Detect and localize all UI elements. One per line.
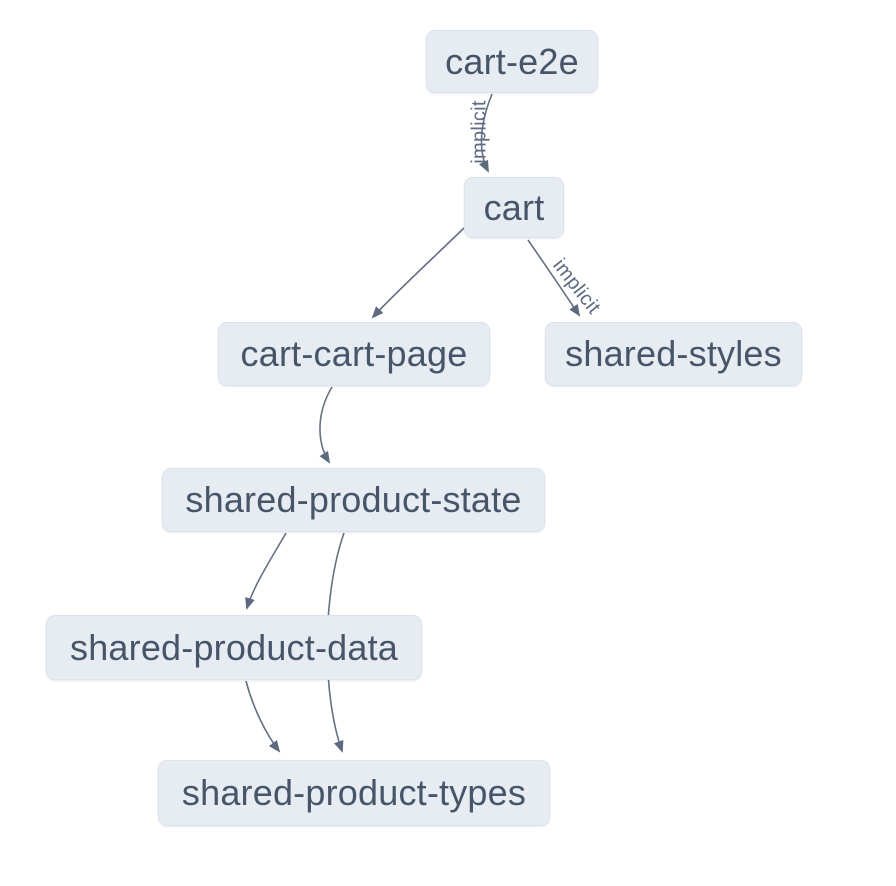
edge-label-implicit-diagonal: implicit [548, 255, 605, 319]
graph-node-shared-product-state[interactable]: shared-product-state [162, 468, 545, 532]
edge-label-implicit-vertical: implicit [468, 100, 490, 164]
graph-node-cart-e2e[interactable]: cart-e2e [426, 30, 598, 93]
edge-cart-to-cart-cart-page [371, 227, 465, 319]
graph-node-cart[interactable]: cart [464, 177, 564, 238]
graph-node-cart-cart-page[interactable]: cart-cart-page [218, 322, 490, 386]
node-label: shared-product-data [70, 626, 398, 668]
graph-node-shared-product-data[interactable]: shared-product-data [46, 615, 422, 680]
edge-shared-product-data-to-shared-product-types [245, 680, 281, 753]
node-label: cart [483, 186, 545, 228]
node-label: cart-e2e [445, 40, 579, 82]
edge-cart-to-shared-styles [527, 239, 581, 317]
node-label: cart-cart-page [240, 333, 468, 374]
node-label: shared-product-types [181, 772, 527, 813]
edge-cart-e2e-to-cart [479, 93, 493, 173]
node-label: shared-product-state [185, 479, 522, 520]
edge-cart-cart-page-to-shared-product-state [319, 386, 333, 464]
node-label: shared-styles [565, 333, 782, 374]
graph-node-shared-product-types[interactable]: shared-product-types [158, 760, 550, 826]
edge-shared-product-state-to-shared-product-data [245, 532, 287, 610]
graph-node-shared-styles[interactable]: shared-styles [545, 322, 802, 386]
